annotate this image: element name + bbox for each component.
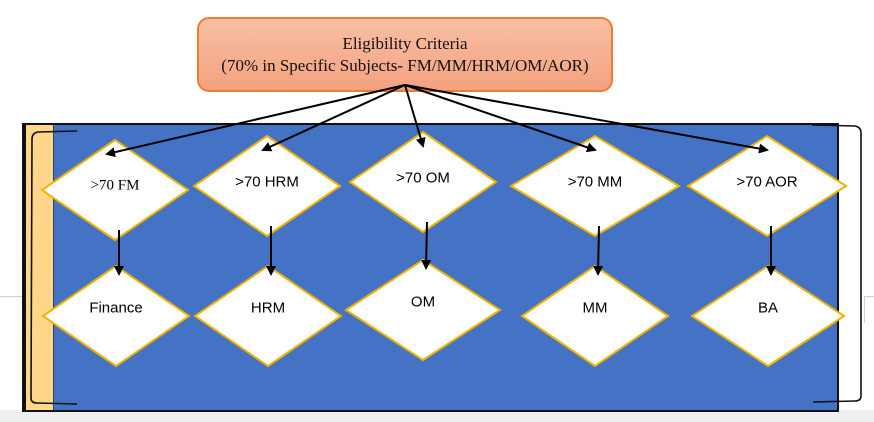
result-diamond-aor xyxy=(690,264,846,368)
result-label-hrm: HRM xyxy=(250,299,286,317)
right-bracket xyxy=(811,124,862,403)
condition-diamond-hrm xyxy=(192,134,342,238)
result-diamond-hrm xyxy=(193,264,343,368)
result-diamond-mm xyxy=(520,264,670,368)
condition-label-aor: >70 AOR xyxy=(736,173,798,191)
criteria-arrow-mm xyxy=(404,84,597,153)
result-label-mm: MM xyxy=(582,299,608,317)
result-arrow-mm xyxy=(593,225,604,276)
result-label-fm: Finance xyxy=(89,299,143,317)
condition-label-om: >70 OM xyxy=(396,169,450,187)
criteria-subtitle: (70% in Specific Subjects- FM/MM/HRM/OM/… xyxy=(221,55,589,75)
result-label-om: OM xyxy=(410,293,436,311)
condition-diamond-fm xyxy=(40,138,190,242)
criteria-arrow-om xyxy=(404,84,426,148)
condition-label-fm: >70 FM xyxy=(90,177,140,194)
criteria-arrow-aor xyxy=(404,84,769,154)
result-arrow-om xyxy=(421,221,432,270)
page-margin-mark xyxy=(864,296,874,323)
condition-label-hrm: >70 HRM xyxy=(235,173,299,191)
condition-label-mm: >70 MM xyxy=(567,173,623,191)
criteria-arrow-fm xyxy=(105,84,406,158)
result-diamond-fm xyxy=(41,264,191,368)
condition-diamond-aor xyxy=(686,134,848,238)
page-margin-line xyxy=(0,296,22,297)
result-label-aor: BA xyxy=(757,299,779,317)
criteria-arrow-hrm xyxy=(261,84,406,152)
criteria-title: Eligibility Criteria xyxy=(342,33,468,53)
condition-diamond-om xyxy=(348,130,498,234)
condition-diamond-mm xyxy=(509,134,681,238)
result-diamond-om xyxy=(344,258,502,362)
eligibility-criteria-box: Eligibility Criteria (70% in Specific Su… xyxy=(197,17,613,92)
left-bracket xyxy=(30,130,78,405)
document-bottom-band xyxy=(0,410,874,422)
